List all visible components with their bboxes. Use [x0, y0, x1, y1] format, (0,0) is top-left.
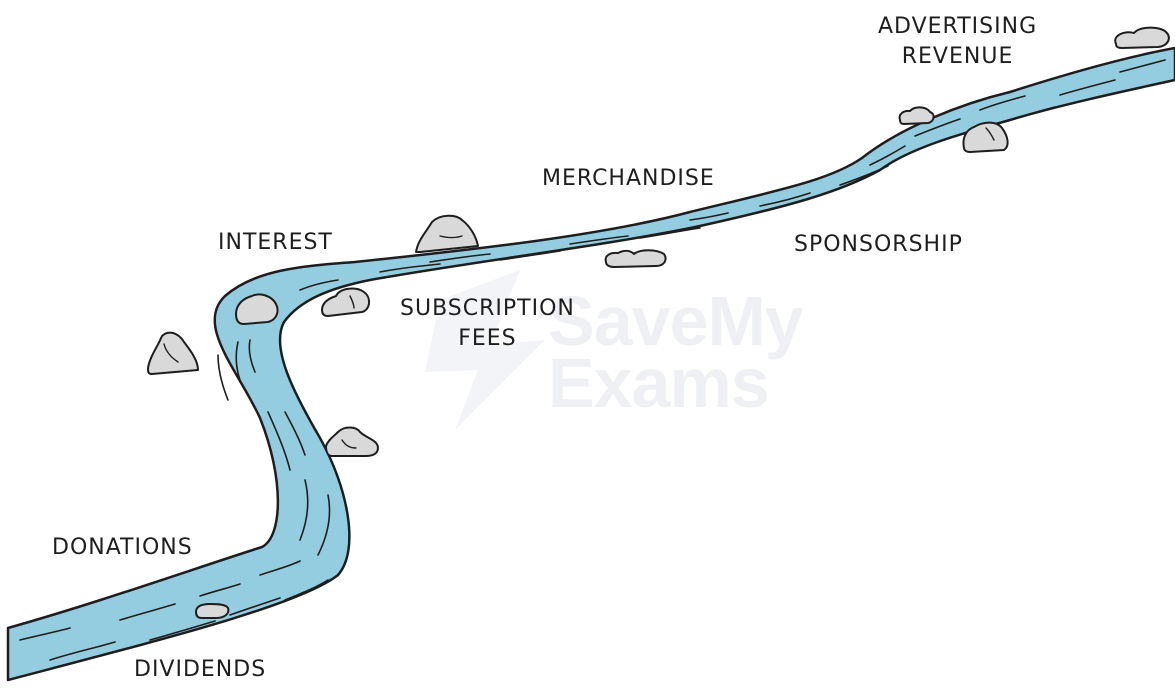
- label-sponsorship: SPONSORSHIP: [794, 230, 963, 260]
- label-subscription-fees: SUBSCRIPTION FEES: [400, 294, 575, 354]
- rock-icon: [326, 428, 378, 457]
- rock-icon: [196, 604, 228, 618]
- rock-icon: [148, 333, 198, 374]
- label-dividends: DIVIDENDS: [134, 655, 266, 685]
- rock-icon: [1115, 28, 1169, 48]
- label-donations: DONATIONS: [52, 533, 193, 563]
- rock-icon: [322, 289, 369, 316]
- label-line: REVENUE: [878, 42, 1037, 72]
- label-interest: INTEREST: [218, 228, 333, 258]
- label-merchandise: MERCHANDISE: [542, 164, 715, 194]
- rock-icon: [416, 216, 478, 252]
- label-line: ADVERTISING: [878, 12, 1037, 42]
- label-line: FEES: [400, 324, 575, 354]
- label-line: SUBSCRIPTION: [400, 294, 575, 324]
- label-advertising-revenue: ADVERTISING REVENUE: [878, 12, 1037, 72]
- rock-icon: [900, 107, 934, 124]
- rock-icon: [606, 250, 666, 267]
